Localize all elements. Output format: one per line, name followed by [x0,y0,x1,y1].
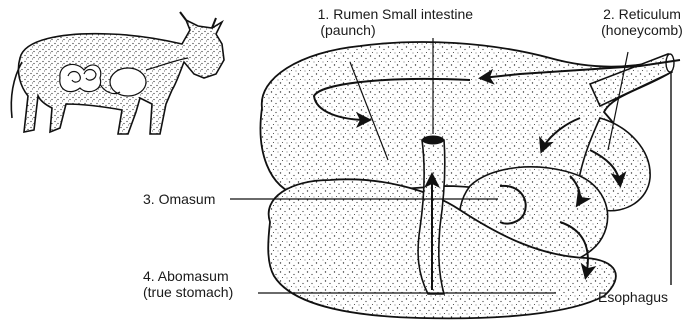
esophagus-tube [590,54,672,106]
small-intestine-label: Small intestine [382,6,473,22]
stomach [261,42,674,318]
rumen-label-line2: (paunch) [313,22,383,38]
cow-illustration [11,12,224,134]
omasum-label: 3. Omasum [143,191,215,207]
reticulum-label: 2. Reticulum (honeycomb) [590,6,694,38]
small-intestine-opening [422,136,444,145]
rumen-label: 1. Rumen (paunch) [313,6,383,38]
reticulum-label-line1: 2. Reticulum [590,6,694,22]
reticulum-label-line2: (honeycomb) [590,22,694,38]
abomasum-label: 4. Abomasum (true stomach) [143,268,233,300]
rumen-label-line1: 1. Rumen [313,6,383,22]
cow-horn [180,12,186,20]
esophagus-label: Esophagus [598,289,668,305]
abomasum-label-line1: 4. Abomasum [143,268,233,284]
abomasum-label-line2: (true stomach) [143,284,233,300]
